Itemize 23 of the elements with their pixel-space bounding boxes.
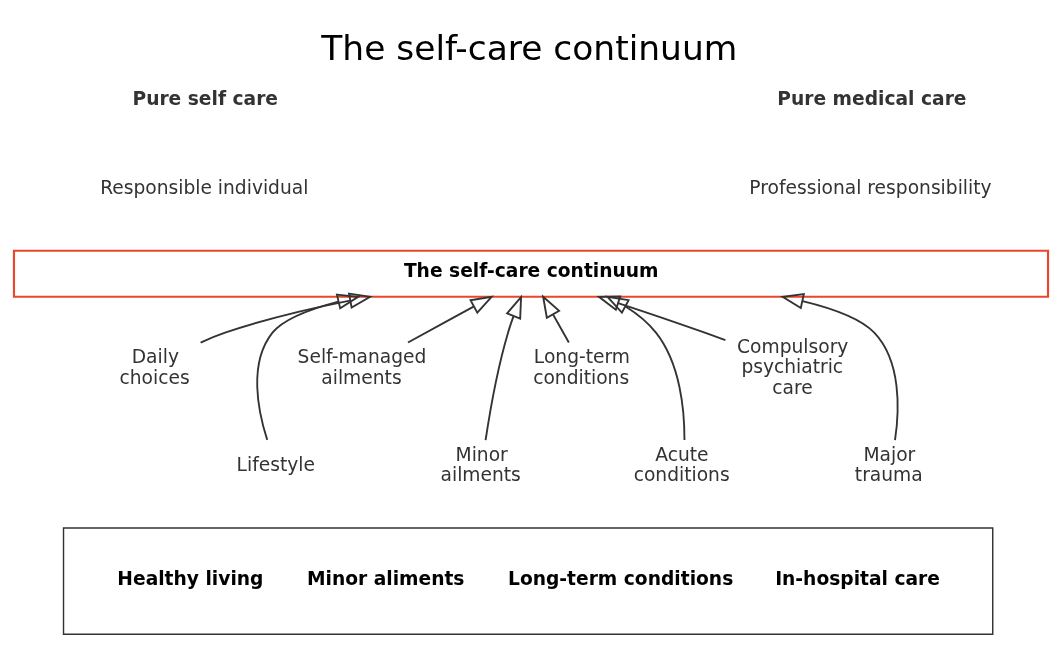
- node-text: Long-term conditions: [533, 345, 631, 387]
- arrow: [256, 293, 361, 441]
- arrow: [407, 294, 495, 343]
- node-text: Self-managed ailments: [297, 345, 427, 387]
- node-text: Major trauma: [854, 443, 923, 485]
- label: Pure self care: [132, 87, 279, 109]
- arrow: [199, 292, 373, 344]
- node-box: Healthy living Minor aliments Long-term conditions In-hospital care: [62, 526, 994, 635]
- arrow: [541, 293, 570, 343]
- label: Pure medical care: [777, 87, 967, 109]
- node-text: Minor ailments: [440, 443, 521, 485]
- node-box: The self-care continuum: [12, 249, 1050, 298]
- arrow: [596, 294, 727, 341]
- node-text: Lifestyle: [236, 453, 315, 475]
- arrow: [484, 294, 523, 441]
- node-text: Compulsory psychiatric care: [737, 335, 849, 398]
- label: Professional responsibility: [749, 176, 992, 198]
- label: Responsible individual: [100, 176, 309, 198]
- diagram-title: The self-care continuum: [321, 27, 738, 68]
- arrow: [605, 295, 686, 441]
- arrow: [779, 292, 899, 441]
- node-text: Daily choices: [119, 345, 190, 387]
- node-text: Acute conditions: [633, 443, 730, 485]
